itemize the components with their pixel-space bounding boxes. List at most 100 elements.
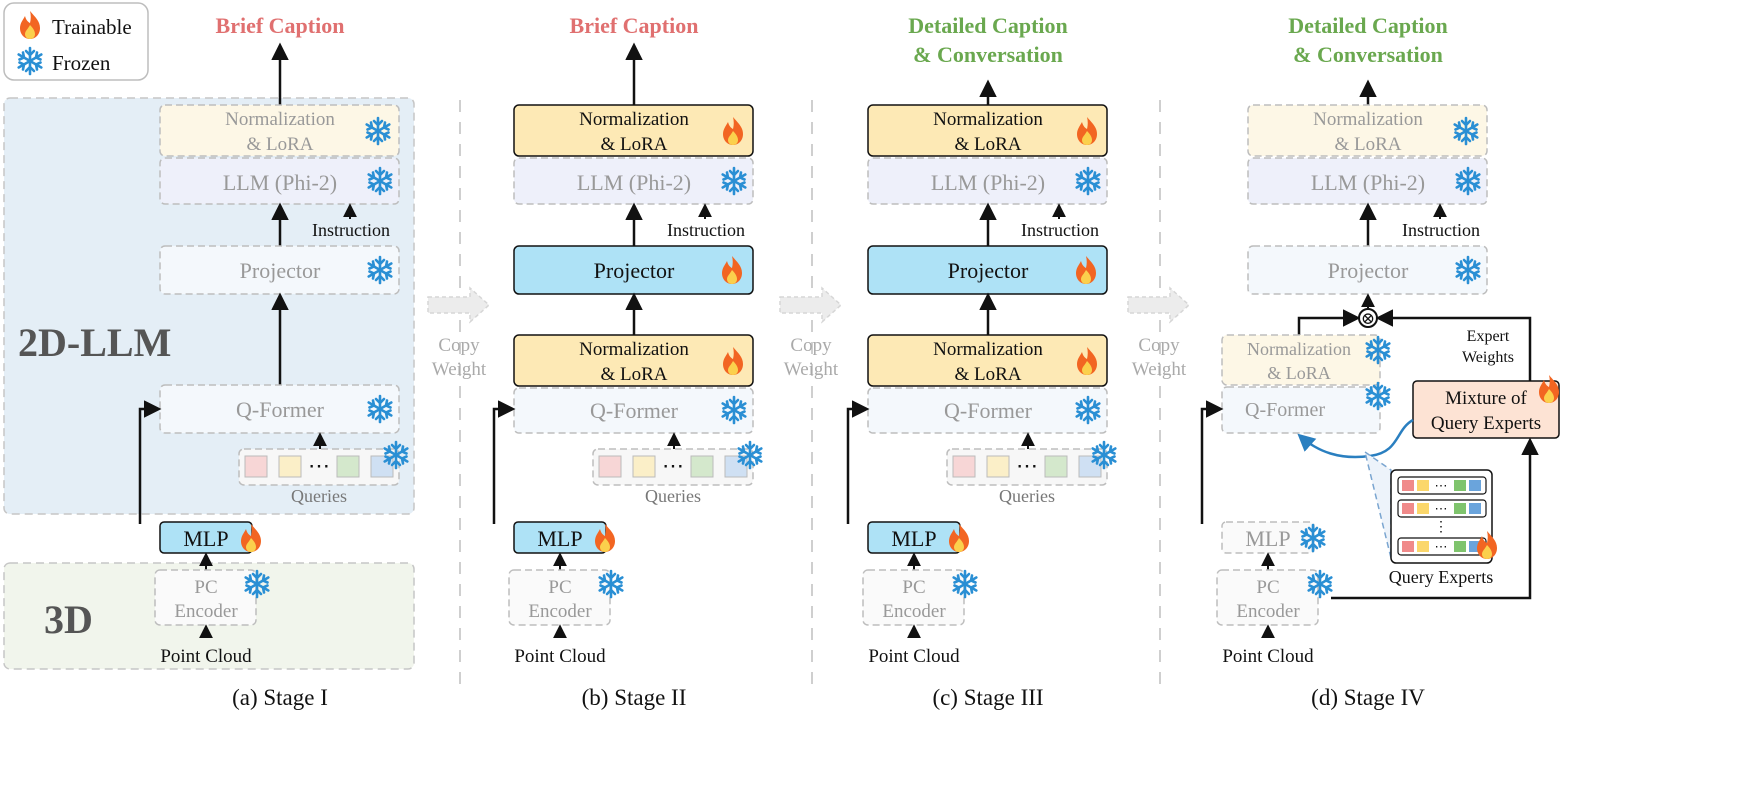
- svg-text:⊗: ⊗: [1361, 309, 1375, 328]
- svg-text:Normalization: Normalization: [579, 109, 689, 130]
- svg-text:Normalization: Normalization: [225, 109, 335, 130]
- svg-text:Projector: Projector: [948, 258, 1029, 283]
- query-experts-label: Query Experts: [1389, 567, 1493, 587]
- svg-text:Encoder: Encoder: [1236, 601, 1300, 622]
- svg-text:& LoRA: & LoRA: [1334, 134, 1401, 155]
- svg-text:& Conversation: & Conversation: [913, 42, 1063, 67]
- stage2-caption: (b) Stage II: [582, 685, 687, 710]
- svg-text:Projector: Projector: [240, 258, 321, 283]
- svg-text:⋯: ⋯: [1435, 501, 1448, 516]
- svg-text:Weights: Weights: [1462, 349, 1514, 366]
- instruction-label: Instruction: [312, 220, 390, 240]
- svg-text:PC: PC: [194, 577, 217, 598]
- svg-text:Normalization: Normalization: [579, 339, 689, 360]
- svg-text:Normalization: Normalization: [1247, 339, 1351, 359]
- svg-text:Normalization: Normalization: [933, 109, 1043, 130]
- svg-text:Encoder: Encoder: [882, 601, 946, 622]
- region-2d-llm-label: 2D-LLM: [18, 320, 171, 365]
- stage2-norm-lora-lower-box: [513, 334, 754, 387]
- svg-text:Weight: Weight: [1132, 359, 1187, 380]
- svg-text:Copy: Copy: [790, 335, 832, 356]
- svg-text:MLP: MLP: [537, 526, 582, 551]
- stage1-norm-lora-box: [159, 104, 400, 157]
- svg-text:Encoder: Encoder: [528, 601, 592, 622]
- svg-text:Q-Former: Q-Former: [590, 398, 679, 423]
- svg-text:Weight: Weight: [784, 359, 839, 380]
- svg-text:Instruction: Instruction: [1021, 220, 1099, 240]
- stage4-llm-box: [1247, 157, 1488, 205]
- svg-text:Q-Former: Q-Former: [944, 398, 1033, 423]
- stage4-norm-lora-lower-box: [1221, 334, 1381, 386]
- expert-weights-label: Expert: [1467, 328, 1510, 345]
- svg-text:LLM (Phi-2): LLM (Phi-2): [931, 170, 1045, 195]
- stage2-output-label: Brief Caption: [570, 13, 699, 38]
- trainable-icon: [1539, 375, 1559, 403]
- stage2-llm-box: [513, 157, 754, 205]
- copy-weight-arrows: Copy Weight Copy Weight Copy Weight: [427, 286, 1191, 380]
- svg-text:Encoder: Encoder: [174, 601, 238, 622]
- svg-text:Queries: Queries: [645, 486, 701, 506]
- stage-4: Detailed Caption & Conversation Normaliz…: [1200, 13, 1560, 710]
- query-expert-row: ⋯: [1397, 499, 1487, 518]
- stage4-output-label: Detailed Caption: [1288, 13, 1448, 38]
- stage3-output-label: Detailed Caption: [908, 13, 1068, 38]
- svg-text:PC: PC: [1256, 577, 1279, 598]
- svg-text:⋯: ⋯: [1435, 539, 1448, 554]
- svg-text:& LoRA: & LoRA: [600, 134, 667, 155]
- svg-text:Projector: Projector: [594, 258, 675, 283]
- moe-label: Mixture of: [1445, 388, 1527, 409]
- svg-text:Copy: Copy: [438, 335, 480, 356]
- stage1-caption: (a) Stage I: [232, 685, 328, 710]
- svg-text:⋯: ⋯: [662, 453, 684, 478]
- svg-text:LLM (Phi-2): LLM (Phi-2): [223, 170, 337, 195]
- svg-text:MLP: MLP: [891, 526, 936, 551]
- stage-3: Detailed Caption & Conversation Normaliz…: [846, 13, 1117, 710]
- stage3-caption: (c) Stage III: [932, 685, 1043, 710]
- svg-text:⋯: ⋯: [1016, 453, 1038, 478]
- svg-text:LLM (Phi-2): LLM (Phi-2): [1311, 170, 1425, 195]
- svg-text:Instruction: Instruction: [667, 220, 745, 240]
- stage-2: Brief Caption Normalization & LoRA LLM (…: [492, 13, 763, 710]
- legend-frozen-label: Frozen: [52, 51, 111, 75]
- svg-text:PC: PC: [548, 577, 571, 598]
- stage-1: 2D-LLM 3D Brief Caption Normalization & …: [3, 13, 415, 710]
- svg-text:Weight: Weight: [432, 359, 487, 380]
- svg-text:Normalization: Normalization: [933, 339, 1043, 360]
- svg-text:Queries: Queries: [999, 486, 1055, 506]
- stage3-norm-lora-box: [867, 104, 1108, 157]
- stage3-norm-lora-lower-box: [867, 334, 1108, 387]
- svg-text:LLM (Phi-2): LLM (Phi-2): [577, 170, 691, 195]
- stage4-qformer-box: [1221, 386, 1381, 434]
- stage4-norm-lora-box: [1247, 104, 1488, 157]
- svg-text:⋮: ⋮: [1434, 520, 1448, 535]
- query-expert-row: ⋯: [1397, 537, 1487, 556]
- svg-text:Normalization: Normalization: [1313, 109, 1423, 130]
- svg-text:MLP: MLP: [1245, 526, 1290, 551]
- svg-text:& LoRA: & LoRA: [246, 134, 313, 155]
- svg-text:Point Cloud: Point Cloud: [514, 646, 606, 667]
- legend-trainable-label: Trainable: [52, 15, 132, 39]
- stage1-qformer-box: [159, 384, 400, 434]
- moe-box: [1412, 380, 1560, 439]
- svg-text:& LoRA: & LoRA: [954, 134, 1021, 155]
- stage4-caption: (d) Stage IV: [1311, 685, 1425, 710]
- svg-text:Copy: Copy: [1138, 335, 1180, 356]
- svg-text:⋯: ⋯: [308, 453, 330, 478]
- svg-text:Q-Former: Q-Former: [236, 397, 325, 422]
- svg-text:Point Cloud: Point Cloud: [868, 646, 960, 667]
- stage1-output-label: Brief Caption: [216, 13, 345, 38]
- stage1-llm-box: [159, 157, 400, 205]
- svg-text:Point Cloud: Point Cloud: [1222, 646, 1314, 667]
- svg-text:& LoRA: & LoRA: [600, 364, 667, 385]
- svg-text:Projector: Projector: [1328, 258, 1409, 283]
- svg-text:PC: PC: [902, 577, 925, 598]
- legend: Trainable Frozen: [3, 2, 149, 81]
- stage2-norm-lora-box: [513, 104, 754, 157]
- svg-text:Q-Former: Q-Former: [1245, 399, 1325, 421]
- point-cloud-label: Point Cloud: [160, 646, 252, 667]
- query-expert-row: ⋯: [1397, 476, 1487, 495]
- svg-text:Query Experts: Query Experts: [1431, 413, 1541, 434]
- stage4-pc-encoder-box: [1216, 569, 1319, 626]
